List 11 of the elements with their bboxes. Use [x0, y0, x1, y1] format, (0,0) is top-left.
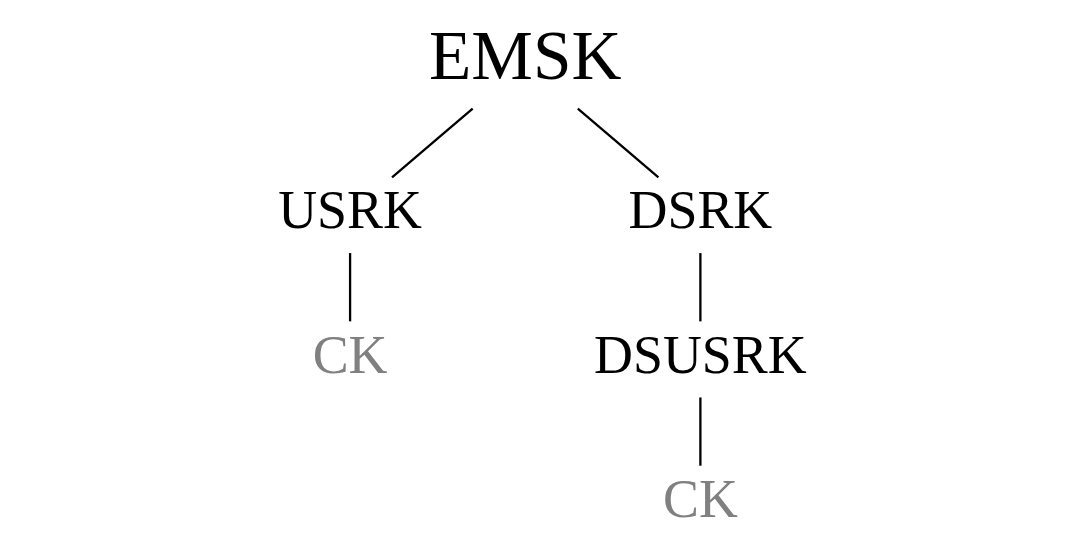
connector — [699, 253, 702, 322]
node-text: CK — [312, 324, 388, 385]
connector — [348, 253, 352, 322]
connector — [577, 107, 660, 179]
connector — [699, 397, 702, 466]
node-text: DSRK — [628, 180, 773, 241]
node-text: USRK — [278, 180, 422, 241]
node-text: EMSK — [429, 16, 622, 94]
node-text: CK — [662, 468, 738, 529]
connector — [391, 107, 474, 179]
node-text: DSUSRK — [594, 324, 807, 385]
